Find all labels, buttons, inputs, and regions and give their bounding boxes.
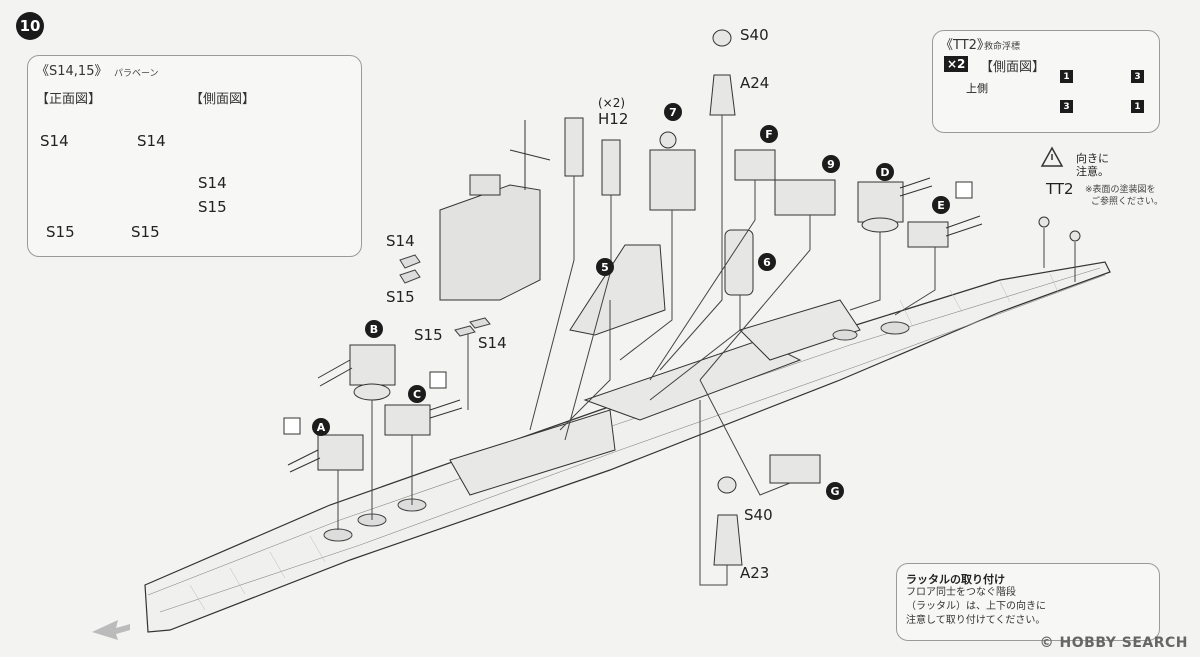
barbettes — [323, 321, 910, 542]
parabane-inset-title: 《S14,15》 — [36, 64, 108, 79]
tt2-multiplier-badge: ×2 — [944, 56, 969, 72]
tt2-number-1-top: 1 — [1060, 70, 1073, 83]
tt2-inset-subtitle: 救命浮標 — [984, 42, 1021, 52]
tt2-number-3-top: 3 — [1131, 70, 1144, 83]
cut-part-icons — [283, 181, 973, 435]
marker-d: D — [876, 163, 894, 181]
front-view-heading: 【正面図】 — [36, 92, 102, 107]
caution-line2: 注意。 — [1076, 165, 1109, 178]
tt2-number-1-bottom: 1 — [1131, 100, 1144, 113]
note-title: ラッタルの取り付け — [906, 573, 1005, 586]
label-h12-quantity: (×2) — [598, 96, 626, 110]
label-a24: A24 — [740, 74, 770, 92]
note-line1: フロア同士をつなぐ階段 — [906, 587, 1016, 598]
marker-f: F — [760, 125, 778, 143]
step-number-badge: 10 — [16, 12, 44, 40]
tt2-part-label: TT2 — [1046, 180, 1074, 198]
marker-g: G — [826, 482, 844, 500]
marker-b: B — [365, 320, 383, 338]
tt2-side-view-heading: 【側面図】 — [980, 60, 1046, 75]
label-side-s15: S15 — [198, 198, 227, 216]
tt2-inset-title: 《TT2》 — [940, 38, 990, 53]
superstructure — [449, 299, 861, 496]
marker-6: 6 — [758, 253, 776, 271]
tt2-number-3-bottom: 3 — [1060, 100, 1073, 113]
label-h12: H12 — [598, 110, 629, 128]
parabane-inset-subtitle: パラベーン — [114, 69, 159, 79]
label-s15-b: S15 — [414, 326, 443, 344]
watermark: © HOBBY SEARCH — [1039, 635, 1188, 651]
marker-e: E — [932, 196, 950, 214]
label-s14-a: S14 — [386, 232, 415, 250]
marker-7: 7 — [664, 103, 682, 121]
label-a23: A23 — [740, 564, 770, 582]
label-side-s14: S14 — [198, 174, 227, 192]
tt2-inset-panel — [932, 30, 1160, 133]
rattle-note-panel — [896, 563, 1160, 641]
leader-lines — [337, 115, 1076, 586]
marker-c: C — [408, 385, 426, 403]
bow-arrow-icon — [92, 620, 130, 640]
marker-9: 9 — [822, 155, 840, 173]
label-s14-right: S14 — [137, 132, 166, 150]
side-view-heading: 【側面図】 — [190, 92, 256, 107]
label-s40-bottom: S40 — [744, 506, 773, 524]
tt2-note-line2: ご参照ください。 — [1091, 197, 1164, 207]
note-line3: 注意して取り付けてください。 — [906, 615, 1046, 626]
tt2-note-line1: ※表面の塗装図を — [1085, 185, 1156, 195]
marker-5: 5 — [596, 258, 614, 276]
label-s15-right: S15 — [131, 223, 160, 241]
tt2-up-side-label: 上側 — [966, 82, 988, 95]
caution-icon — [1040, 146, 1064, 167]
label-s15-left: S15 — [46, 223, 75, 241]
detached-parts — [287, 29, 1081, 566]
note-line2: （ラッタル）は、上下の向きに — [906, 601, 1046, 612]
label-s15-a: S15 — [386, 288, 415, 306]
label-s40-top: S40 — [740, 26, 769, 44]
bridge-tower — [439, 120, 551, 301]
marker-a: A — [312, 418, 330, 436]
label-s14-left: S14 — [40, 132, 69, 150]
label-s14-b: S14 — [478, 334, 507, 352]
parabane-inset-panel — [27, 55, 362, 257]
caution-line1: 向きに — [1076, 152, 1109, 165]
paravane-parts — [399, 254, 491, 337]
